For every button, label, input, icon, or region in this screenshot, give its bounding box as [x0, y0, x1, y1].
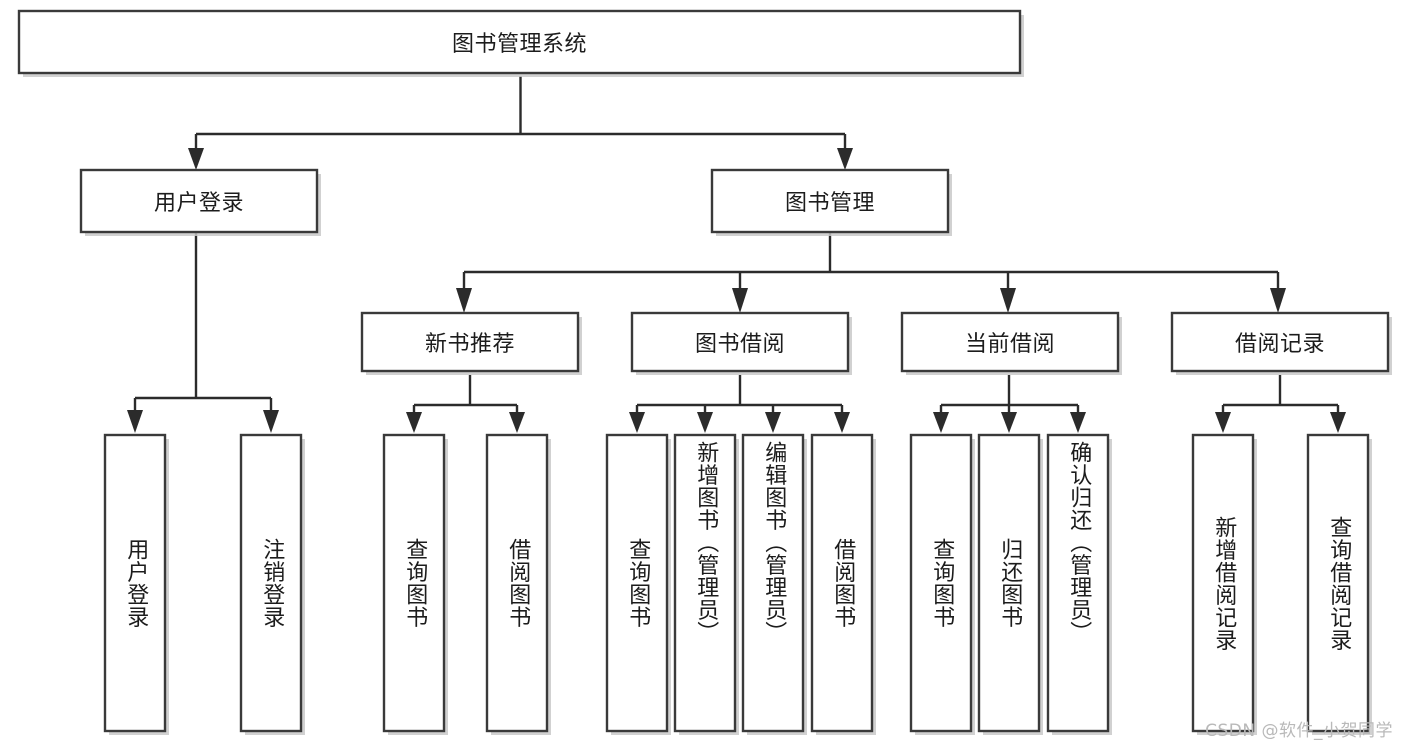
- node-leaf-return-book[interactable]: [977, 433, 1041, 733]
- node-current-borrow[interactable]: [900, 311, 1120, 373]
- node-book-borrow[interactable]: [630, 311, 850, 373]
- node-new-book-recommend[interactable]: [360, 311, 580, 373]
- arrow-head-book-manage: [837, 148, 853, 170]
- node-leaf-logout[interactable]: [239, 433, 303, 733]
- node-leaf-query-record[interactable]: [1306, 433, 1370, 733]
- node-leaf-user-login[interactable]: [103, 433, 167, 733]
- node-user-login[interactable]: [79, 168, 319, 234]
- arrow-head-leaf-borrow-book-1: [509, 412, 525, 433]
- arrow-head-leaf-query-book-3: [933, 412, 949, 433]
- node-leaf-confirm-return[interactable]: [1046, 433, 1110, 733]
- arrow-head-leaf-logout: [263, 410, 279, 433]
- arrow-head-leaf-return-book: [1001, 412, 1017, 433]
- node-layer: [17, 9, 1392, 735]
- node-leaf-borrow-book-2[interactable]: [810, 433, 874, 733]
- arrow-head-leaf-query-book-1: [406, 412, 422, 433]
- arrow-head-leaf-borrow-book-2: [834, 412, 850, 433]
- node-leaf-add-record[interactable]: [1191, 433, 1255, 733]
- arrow-head-new-book-recommend: [456, 288, 472, 313]
- arrow-head-leaf-query-record: [1330, 412, 1346, 433]
- arrow-head-leaf-edit-book: [765, 412, 781, 433]
- arrow-head-leaf-query-book-2: [629, 412, 645, 433]
- node-leaf-borrow-book-1[interactable]: [485, 433, 549, 733]
- node-root[interactable]: [17, 9, 1022, 75]
- node-leaf-query-book-1[interactable]: [382, 433, 446, 733]
- arrow-head-leaf-add-book: [697, 412, 713, 433]
- connector-layer: [127, 76, 1346, 433]
- node-leaf-edit-book[interactable]: [741, 433, 805, 733]
- arrow-head-borrow-record: [1270, 288, 1286, 313]
- node-borrow-record[interactable]: [1170, 311, 1390, 373]
- arrow-head-user-login: [188, 148, 204, 170]
- node-leaf-query-book-3[interactable]: [909, 433, 973, 733]
- node-book-manage[interactable]: [710, 168, 950, 234]
- arrow-head-leaf-confirm-return: [1070, 412, 1086, 433]
- node-leaf-query-book-2[interactable]: [605, 433, 669, 733]
- arrow-head-book-borrow: [732, 288, 748, 313]
- arrow-head-leaf-user-login: [127, 410, 143, 433]
- arrow-head-leaf-add-record: [1215, 412, 1231, 433]
- arrow-head-current-borrow: [1000, 288, 1016, 313]
- node-leaf-add-book[interactable]: [673, 433, 737, 733]
